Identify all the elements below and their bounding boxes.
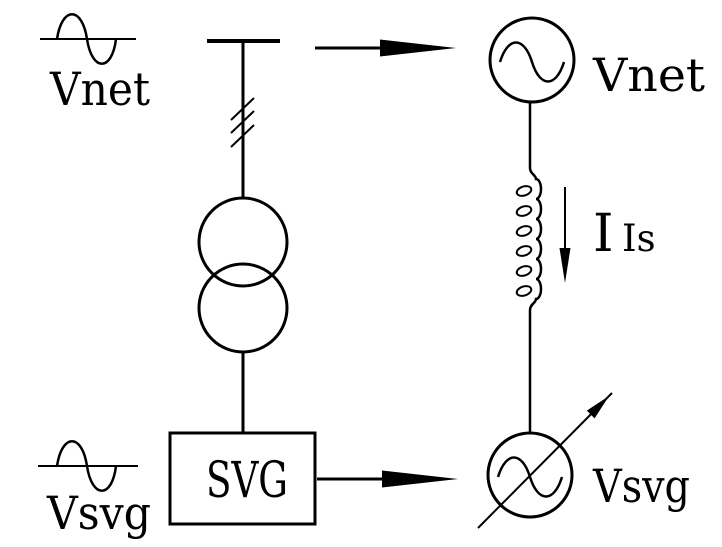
bus-and-feeder xyxy=(207,39,280,199)
coil-loops-icon xyxy=(515,185,533,297)
vsvg-label-left: Vsvg xyxy=(46,486,151,540)
sine-wave-icon xyxy=(498,41,566,83)
sine-wave-icon xyxy=(55,13,118,65)
grid-voltage-symbol-vnet: Vnet xyxy=(40,13,150,116)
arrow-head-icon xyxy=(559,248,571,283)
arrow-head-icon xyxy=(382,470,458,488)
vnet-label-left: Vnet xyxy=(49,62,150,116)
current-arrow: I Is xyxy=(559,187,656,283)
vnet-label-right: Vnet xyxy=(592,48,706,102)
sine-wave-icon xyxy=(55,440,118,492)
transformer-symbol xyxy=(197,196,289,433)
breaker-slashes-icon xyxy=(230,97,255,148)
svg-converter-box: SVG xyxy=(168,431,317,526)
variable-arrow-shaft xyxy=(477,392,613,529)
equivalence-arrow-bottom xyxy=(317,470,458,488)
current-subscript-label: Is xyxy=(622,217,656,260)
vsvg-label-right: Vsvg xyxy=(592,459,690,513)
variable-source-vsvg: Vsvg xyxy=(477,392,690,529)
arrow-head-icon xyxy=(380,39,456,57)
source-circle xyxy=(486,431,574,519)
source-circle xyxy=(488,16,576,104)
inductor-coil xyxy=(528,102,543,433)
ac-source-vnet: Vnet xyxy=(488,16,706,104)
current-label: I xyxy=(593,204,614,264)
svg-voltage-symbol-vsvg: Vsvg xyxy=(38,440,151,540)
inductor-branch xyxy=(515,102,543,433)
transformer-secondary-winding xyxy=(197,262,289,354)
transformer-primary-winding xyxy=(197,196,289,288)
svg-box-label: SVG xyxy=(206,451,288,509)
equivalence-arrow-top xyxy=(315,39,456,57)
variable-arrow-head-icon xyxy=(586,396,609,419)
svg-box-outline xyxy=(168,431,317,526)
